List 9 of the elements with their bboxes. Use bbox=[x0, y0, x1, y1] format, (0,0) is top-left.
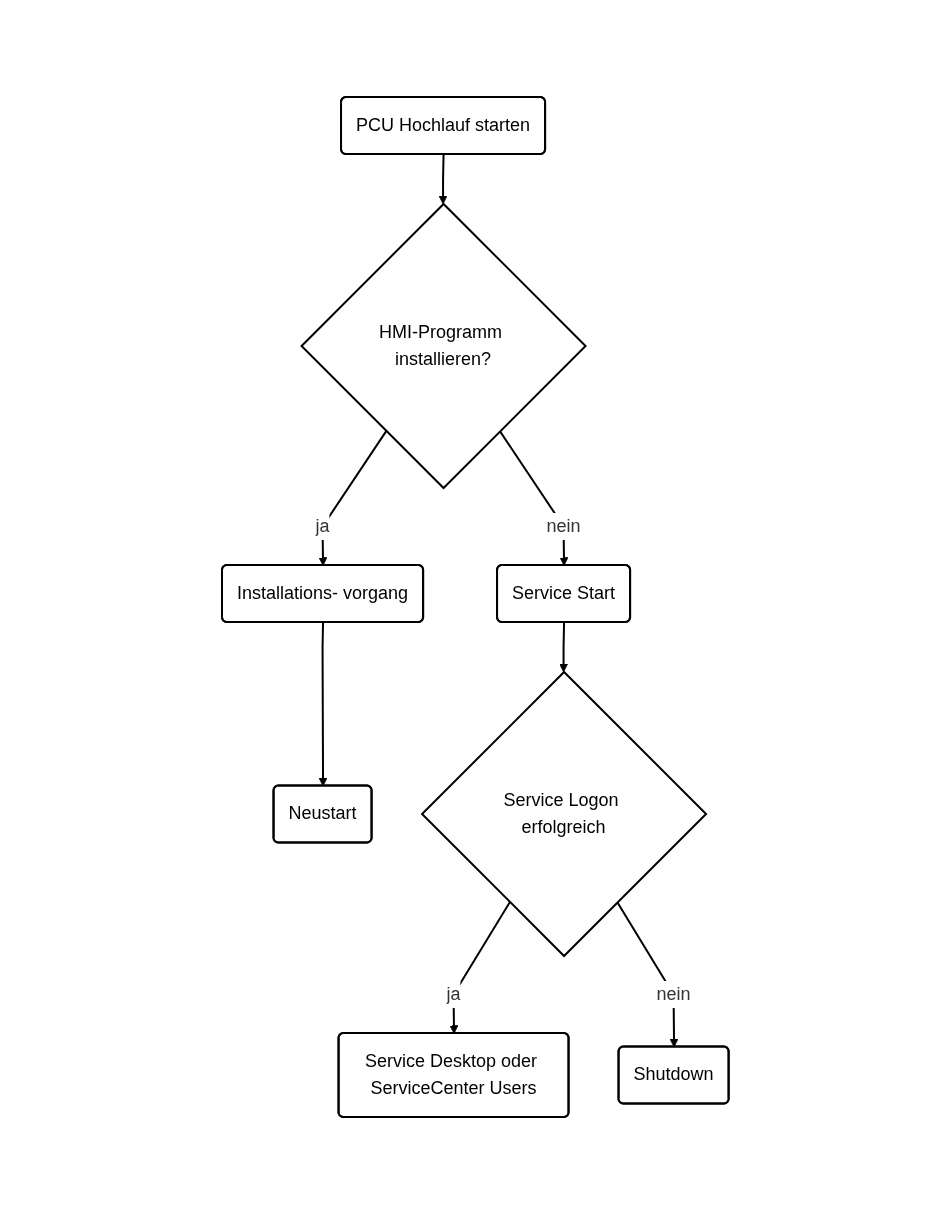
node-diamond: Service Logon erfolgreich bbox=[420, 670, 708, 957]
edge-label: nein bbox=[656, 983, 691, 1004]
edge-label: ja bbox=[446, 983, 461, 1004]
arrow bbox=[438, 153, 448, 204]
arrow bbox=[318, 621, 328, 786]
node-diamond: HMI-Programm installieren? bbox=[299, 202, 587, 489]
edge-label: nein bbox=[546, 515, 581, 536]
arrow bbox=[558, 621, 568, 672]
edge-label: ja bbox=[315, 515, 330, 536]
